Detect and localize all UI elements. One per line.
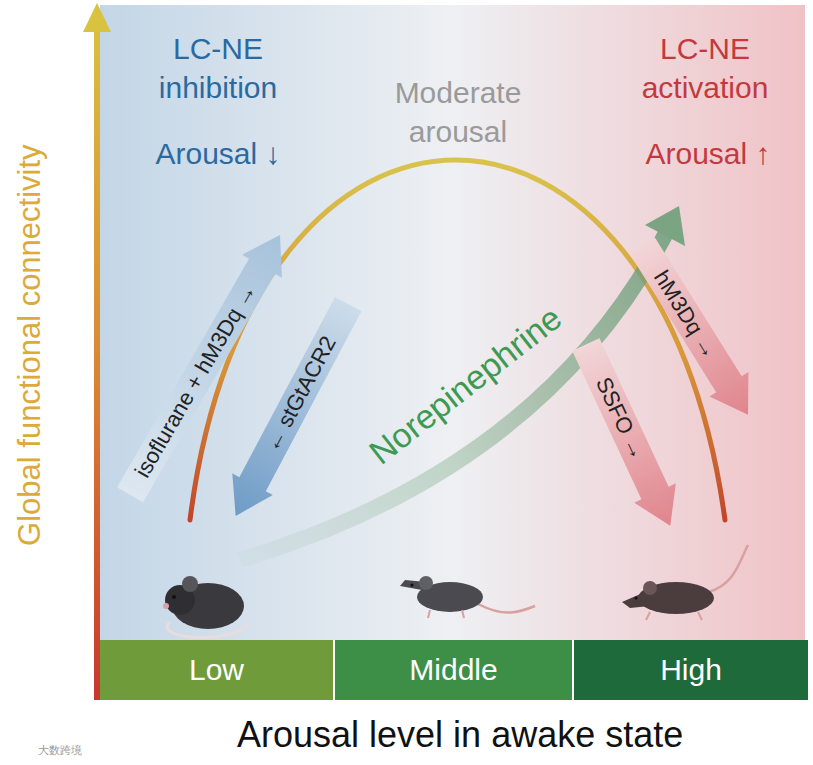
arrow-body (623, 233, 768, 427)
arousal-label: Arousal ↓ (156, 134, 281, 173)
sleeping-mouse (163, 576, 248, 637)
state-heading: LC-NE activation (615, 29, 795, 107)
illustration-part (478, 604, 535, 613)
illustration-part (622, 592, 650, 608)
y-axis-arrowhead (83, 3, 111, 32)
arrow-body (565, 335, 691, 536)
arousal-band: Low (100, 640, 333, 700)
arousal-band: Middle (335, 640, 572, 700)
watermark: 大数跨境 (38, 743, 82, 757)
arousal-label: Arousal ↑ (646, 134, 771, 173)
state-heading: Moderate arousal (368, 73, 548, 151)
band-label: High (660, 653, 722, 687)
illustration-part (643, 581, 657, 595)
illustration-part (428, 610, 464, 618)
illustration-part (708, 545, 748, 592)
band-label: Low (189, 653, 244, 687)
illustration-part (646, 612, 702, 620)
illustration-part (172, 595, 176, 599)
state-heading: LC-NE inhibition (133, 29, 303, 107)
y-axis (94, 26, 100, 700)
illustration-part (163, 603, 169, 609)
illustration-part (634, 596, 637, 599)
resting-mouse (400, 576, 535, 618)
illustration-part (638, 582, 714, 614)
illustration-part (410, 583, 413, 586)
norepinephrine-arrow (240, 235, 665, 560)
arrow-body (215, 293, 368, 527)
axis-title: Global functional connectivity (10, 144, 50, 546)
illustration-part (419, 576, 433, 590)
background-gradient (100, 5, 805, 640)
alert-mouse (622, 545, 748, 620)
illustration-part (182, 576, 198, 592)
axis-title: Arousal level in awake state (237, 712, 683, 759)
arousal-band: High (574, 640, 808, 700)
band-label: Middle (409, 653, 497, 687)
